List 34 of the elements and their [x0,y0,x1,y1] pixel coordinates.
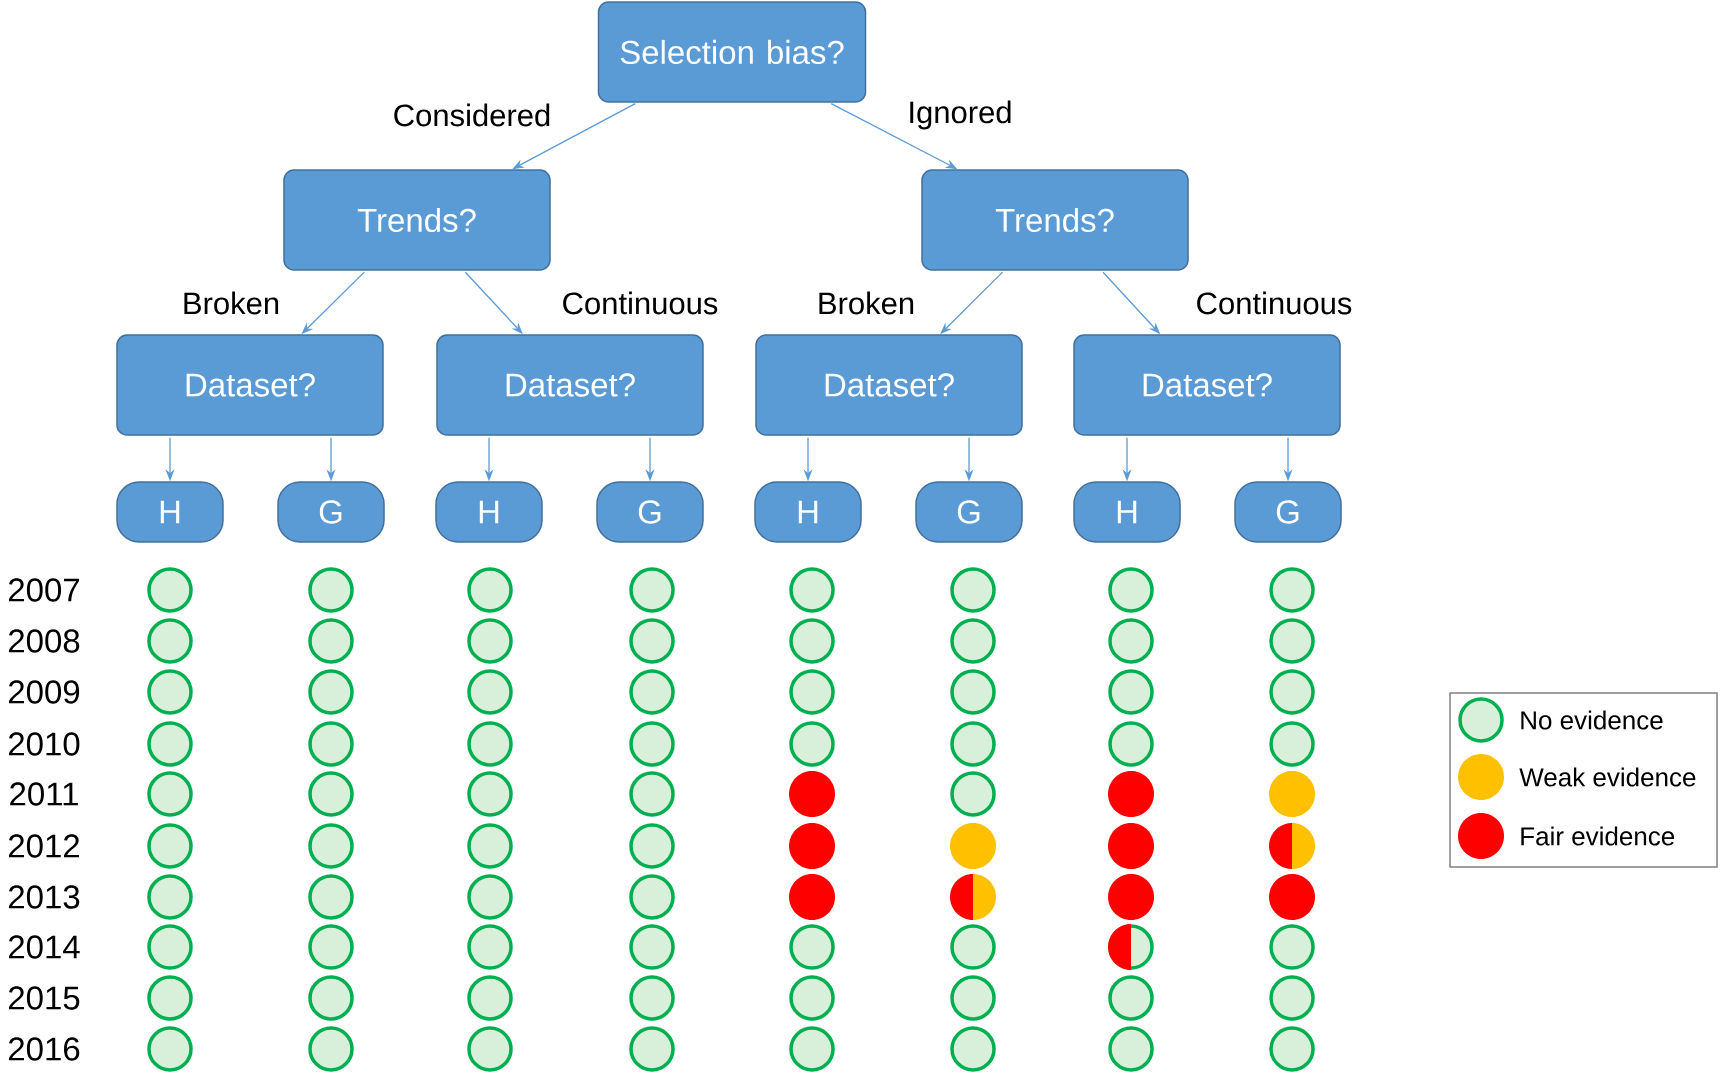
dataset-box: G [596,481,704,543]
dataset-box: H [116,481,224,543]
year-label: 2014 [8,935,80,959]
dataset-box: H [754,481,862,543]
dataset-box: G [277,481,385,543]
dataset-box: G [1234,481,1342,543]
year-label: 2012 [8,834,80,858]
decision-box: Dataset? [1073,334,1341,436]
year-label: 2009 [8,680,80,704]
decision-box: Trends? [921,169,1189,271]
year-label: 2016 [8,1037,80,1061]
legend-label: Fair evidence [1521,826,1675,846]
decision-box: Dataset? [436,334,704,436]
edge-label: Broken [815,290,917,316]
dataset-box: H [1073,481,1181,543]
year-label: 2013 [8,885,80,909]
edge-label: Continuous [1194,290,1354,316]
edge-label: Broken [180,290,282,316]
year-label: 2010 [8,732,80,756]
decision-box: Selection bias? [597,1,867,103]
edge-label: Considered [391,102,553,128]
year-label: 2011 [10,782,78,806]
year-label: 2008 [8,629,80,653]
edge-label: Continuous [560,290,720,316]
edge-label: Ignored [906,99,1014,131]
legend-label: No evidence [1521,710,1663,730]
year-label: 2015 [8,986,80,1010]
decision-box: Trends? [283,169,551,271]
dataset-box: H [435,481,543,543]
year-label: 2007 [8,578,80,602]
dataset-box: G [915,481,1023,543]
decision-box: Dataset? [116,334,384,436]
decision-box: Dataset? [755,334,1023,436]
legend-label: Weak evidence [1519,767,1696,787]
